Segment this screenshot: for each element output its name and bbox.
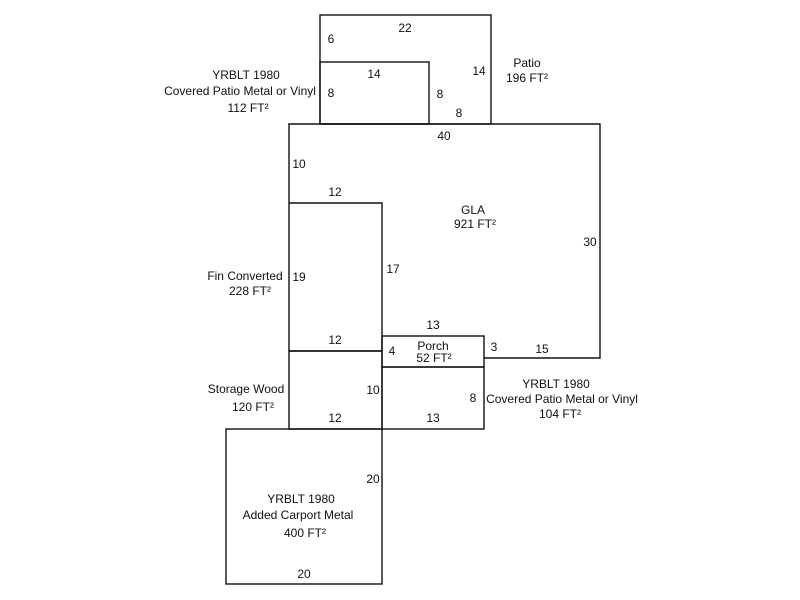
covered-patio-bottom-outline bbox=[381, 366, 485, 430]
patio-name: Patio bbox=[513, 56, 541, 70]
porch-area: 52 FT² bbox=[416, 351, 451, 365]
dim-cov-bottom-right: 8 bbox=[470, 391, 477, 405]
dim-fin-left: 19 bbox=[292, 270, 306, 284]
fin-converted-outline bbox=[289, 202, 383, 351]
dim-carport-bottom: 20 bbox=[297, 567, 311, 581]
dim-cov-bottom-bottom: 13 bbox=[426, 411, 440, 425]
gla-outline bbox=[288, 123, 601, 359]
dim-patio-inner-right: 8 bbox=[437, 87, 444, 101]
patio-area: 196 FT² bbox=[506, 71, 548, 85]
dim-storage-right: 10 bbox=[366, 383, 380, 397]
dim-gla-top: 40 bbox=[437, 129, 451, 143]
dim-carport-right: 20 bbox=[366, 472, 380, 486]
dim-gla-left-upper: 10 bbox=[292, 157, 306, 171]
storage-area: 120 FT² bbox=[232, 400, 274, 414]
gla-area: 921 FT² bbox=[454, 217, 496, 231]
dim-fin-right: 17 bbox=[386, 262, 400, 276]
dim-storage-bottom: 12 bbox=[328, 411, 342, 425]
covered-patio-bottom-year: YRBLT 1980 bbox=[522, 377, 590, 391]
storage-name: Storage Wood bbox=[208, 382, 285, 396]
dim-gla-right: 30 bbox=[583, 235, 597, 249]
carport-outline bbox=[225, 428, 383, 585]
dim-fin-top: 12 bbox=[328, 185, 342, 199]
dim-porch-top: 13 bbox=[426, 318, 440, 332]
covered-patio-top-area: 112 FT² bbox=[227, 101, 268, 115]
dim-patio-inner-bottom: 8 bbox=[456, 106, 463, 120]
covered-patio-bottom-name: Covered Patio Metal or Vinyl bbox=[486, 392, 638, 406]
dim-cov-top-height: 8 bbox=[328, 86, 335, 100]
covered-patio-top-name: Covered Patio Metal or Vinyl bbox=[164, 84, 316, 98]
dim-patio-top: 22 bbox=[398, 21, 412, 35]
covered-patio-top-year: YRBLT 1980 bbox=[212, 68, 280, 82]
dim-patio-left: 6 bbox=[328, 32, 335, 46]
dim-gla-step: 3 bbox=[491, 340, 498, 354]
carport-year: YRBLT 1980 bbox=[267, 492, 335, 506]
carport-area: 400 FT² bbox=[284, 526, 326, 540]
dim-storage-top: 12 bbox=[328, 333, 342, 347]
covered-patio-bottom-area: 104 FT² bbox=[539, 407, 581, 421]
dim-porch-left: 4 bbox=[389, 344, 396, 358]
porch-name: Porch bbox=[417, 339, 448, 353]
dim-gla-bottom-right: 15 bbox=[535, 342, 549, 356]
fin-converted-area: 228 FT² bbox=[229, 284, 271, 298]
fin-converted-name: Fin Converted bbox=[207, 269, 282, 283]
dim-patio-right: 14 bbox=[472, 64, 486, 78]
carport-name: Added Carport Metal bbox=[243, 508, 354, 522]
gla-name: GLA bbox=[461, 203, 485, 217]
dim-cov-top-width: 14 bbox=[367, 67, 381, 81]
